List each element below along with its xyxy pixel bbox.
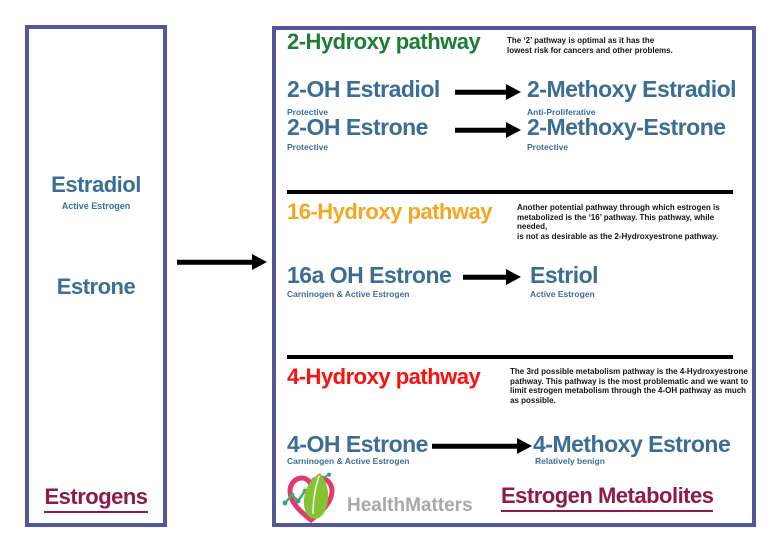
compound-2-methoxy-estrone: 2-Methoxy-Estrone [527,114,726,140]
estradiol-sublabel: Active Estrogen [61,201,131,211]
compound-2-methoxy-estradiol: 2-Methoxy Estradiol [527,76,737,102]
estrone-label: Estrone [56,274,136,299]
section-title-2-hydroxy: 2-Hydroxy pathway [287,29,481,54]
sublabel-protective-3: Protective [527,142,569,152]
arrow-shaft [455,127,508,133]
section-desc-16-hydroxy: Another potential pathway through which … [517,203,720,241]
sublabel-active-estrogen: Active Estrogen [530,289,595,299]
reaction-arrow-4-oh-estrone [432,437,532,455]
section-title-16-hydroxy: 16-Hydroxy pathway [287,199,492,224]
compound-2-oh-estrone: 2-OH Estrone [287,114,428,140]
sublabel-protective-2: Protective [287,142,329,152]
sublabel-protective-1: Protective [287,107,329,117]
arrow-shaft [463,274,508,280]
compound-estriol: Estriol [530,262,599,288]
section-desc-2-hydroxy: The ‘2’ pathway is optimal as it has the… [507,36,673,55]
arrow-head [506,84,521,100]
leaf-icon [303,473,329,519]
arrow-head [506,122,521,138]
arrow-head [252,254,267,270]
estrogens-footer-wrap: Estrogens [29,486,163,513]
estradiol-label: Estradiol [51,172,141,197]
section-title-4-hydroxy: 4-Hydroxy pathway [287,364,481,389]
estrogen-metabolites-title: Estrogen Metabolites [501,485,714,512]
compound-4-methoxy-estrone: 4-Methoxy Estrone [533,431,731,457]
healthmatters-wordmark: HealthMatters [347,495,473,516]
sublabel-carninogen-1: Carninogen & Active Estrogen [287,289,410,299]
main-flow-arrow [177,253,267,271]
arrow-shaft [177,259,254,265]
sublabel-relatively-benign: Relatively benign [535,456,605,466]
leaf-vein [312,475,320,515]
compound-2-oh-estradiol: 2-OH Estradiol [287,76,440,102]
sublabel-carninogen-2: Carninogen & Active Estrogen [287,456,410,466]
reaction-arrow-2oh-estrone [455,121,521,139]
compound-16a-oh-estrone: 16a OH Estrone [287,262,452,288]
sublabel-anti-proliferative: Anti-Proliferative [527,107,596,117]
reaction-arrow-16a-oh-estrone [463,268,521,286]
sprout-icon [322,472,331,479]
section-divider-2 [287,355,733,359]
section-desc-4-hydroxy: The 3rd possible metabolism pathway is t… [510,367,749,405]
metabolites-panel: 2-Hydroxy pathway The ‘2’ pathway is opt… [272,26,756,527]
arrow-head [506,269,521,285]
arrow-head [517,438,532,454]
estrogens-title: Estrogens [44,486,148,513]
reaction-arrow-2oh-estradiol [455,83,521,101]
arrow-shaft [432,443,519,449]
compound-4-oh-estrone: 4-OH Estrone [287,431,428,457]
section-divider-1 [287,190,733,194]
estrogens-panel: Estradiol Active Estrogen Estrone Estrog… [25,25,167,527]
healthmatters-logo-icon [282,472,335,524]
arrow-shaft [455,89,508,95]
